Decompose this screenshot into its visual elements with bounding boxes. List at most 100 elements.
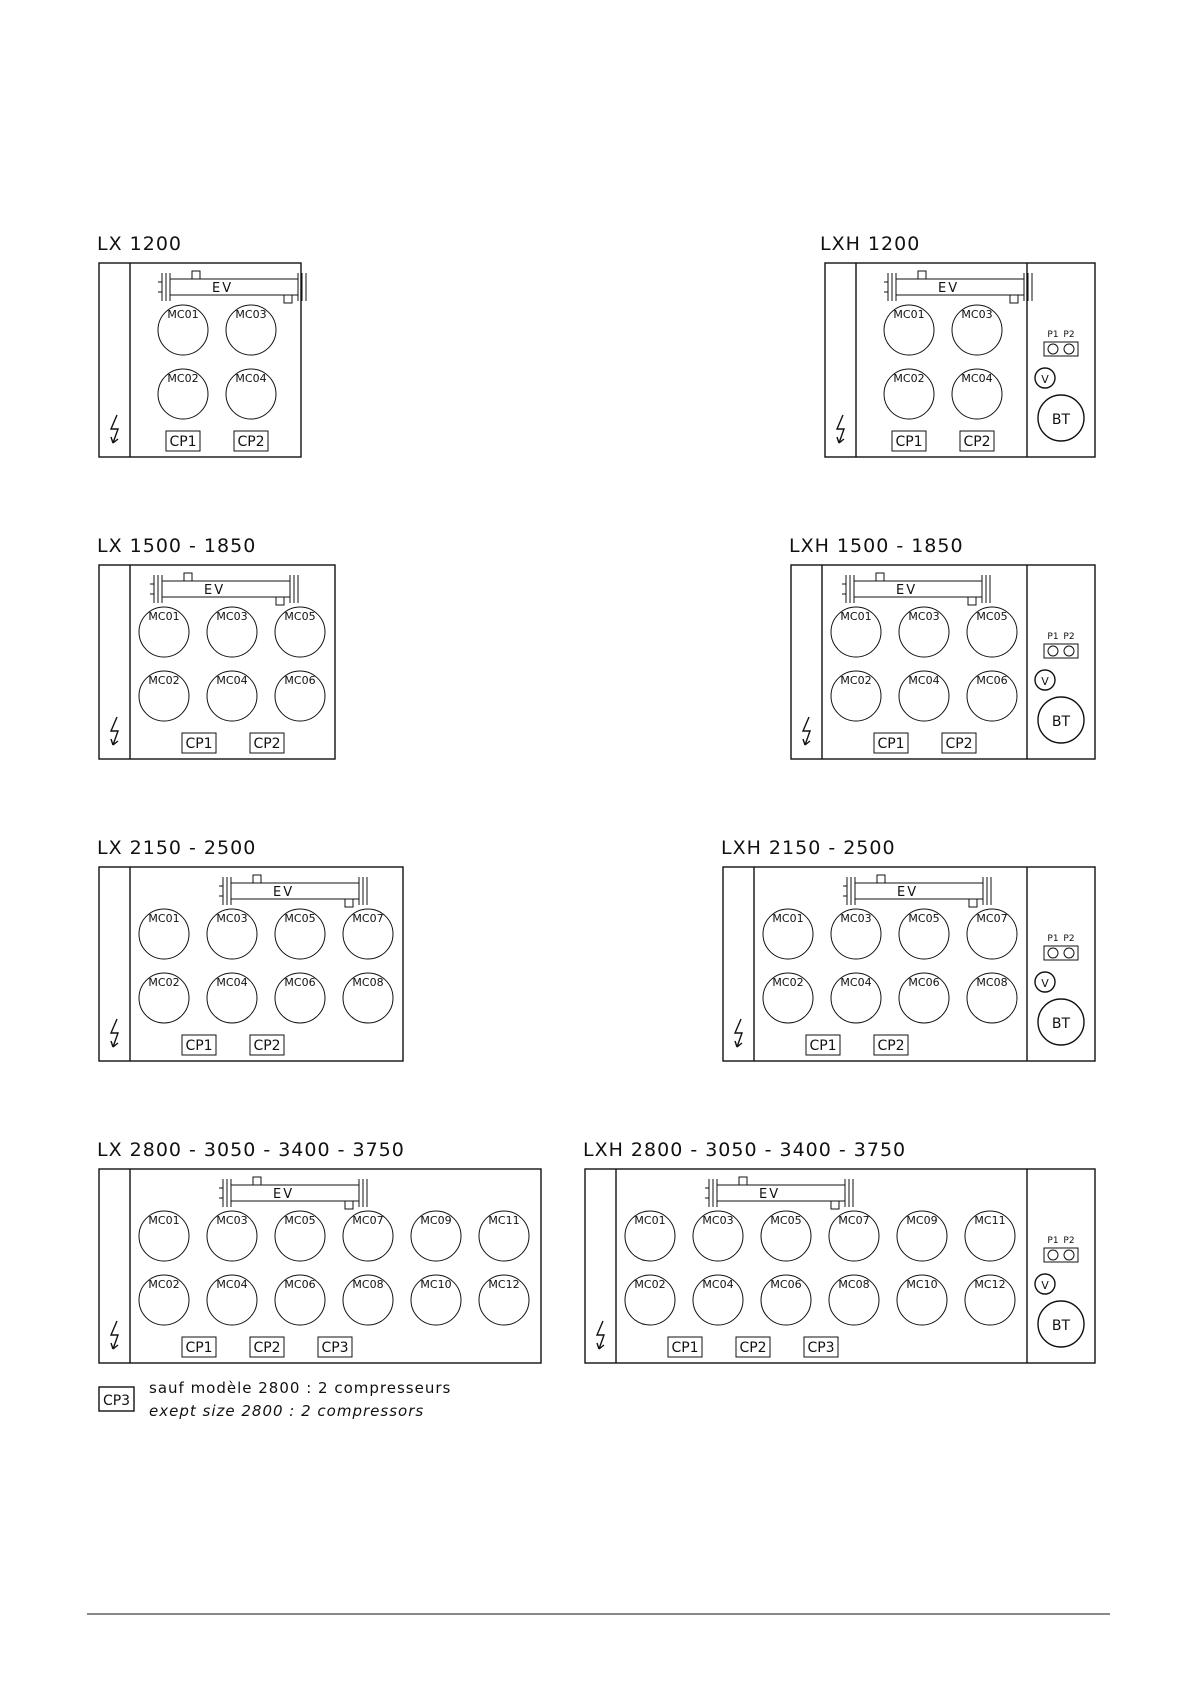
lightning-icon xyxy=(733,1018,743,1048)
buffer-tank-icon xyxy=(1037,696,1085,744)
fan-icon xyxy=(478,1210,530,1262)
valve-label: V xyxy=(1041,675,1049,688)
fan-label: MC05 xyxy=(770,1214,801,1227)
evaporator-body xyxy=(169,278,299,296)
evaporator-inlet xyxy=(252,874,262,884)
evaporator-body xyxy=(230,1184,360,1202)
fan-icon xyxy=(138,908,190,960)
evaporator-outlet xyxy=(968,898,978,908)
unit-frame xyxy=(98,262,302,458)
compressor-box xyxy=(249,1336,285,1358)
fan-label: MC02 xyxy=(893,372,924,385)
fan-label: MC09 xyxy=(906,1214,937,1227)
compressor-label: CP2 xyxy=(877,1038,904,1054)
compressor-box xyxy=(181,732,217,754)
fan-icon xyxy=(274,908,326,960)
compressor-box xyxy=(249,1034,285,1056)
evaporator-inlet xyxy=(183,572,193,582)
fan-icon xyxy=(964,1210,1016,1262)
pump-label: P2 xyxy=(1063,632,1074,642)
lightning-icon xyxy=(109,1320,119,1350)
diagram-title: LXH 2150 - 2500 xyxy=(721,837,896,859)
fan-label: MC01 xyxy=(634,1214,665,1227)
fan-label: MC02 xyxy=(148,976,179,989)
diagram-title: LXH 2800 - 3050 - 3400 - 3750 xyxy=(583,1139,906,1161)
compressor-label: CP2 xyxy=(963,434,990,450)
fan-label: MC10 xyxy=(420,1278,451,1291)
compressor-box xyxy=(667,1336,703,1358)
buffer-tank-label: BT xyxy=(1052,714,1071,730)
fan-label: MC09 xyxy=(420,1214,451,1227)
fan-icon xyxy=(274,606,326,658)
buffer-tank-label: BT xyxy=(1052,412,1071,428)
compressor-box xyxy=(873,1034,909,1056)
evaporator-label: EV xyxy=(896,583,917,598)
evaporator-inlet xyxy=(876,874,886,884)
fan-label: MC06 xyxy=(284,674,315,687)
unit-frame xyxy=(824,262,1096,458)
evaporator-body xyxy=(230,882,360,900)
fan-label: MC12 xyxy=(974,1278,1005,1291)
compressor-box xyxy=(803,1336,839,1358)
unit-frame xyxy=(98,1168,542,1364)
compressor-label: CP1 xyxy=(895,434,922,450)
fan-label: MC12 xyxy=(488,1278,519,1291)
fan-icon xyxy=(966,972,1018,1024)
fan-icon xyxy=(274,670,326,722)
fan-icon xyxy=(898,972,950,1024)
pump-icon xyxy=(1047,645,1059,657)
fan-label: MC03 xyxy=(908,610,939,623)
pump-icon xyxy=(1063,1249,1075,1261)
fan-label: MC04 xyxy=(702,1278,733,1291)
pump-icon xyxy=(1063,947,1075,959)
compressor-label: CP3 xyxy=(321,1340,348,1356)
note-line-fr: sauf modèle 2800 : 2 compresseurs xyxy=(149,1379,451,1397)
pump-icon xyxy=(1047,1249,1059,1261)
fan-icon xyxy=(760,1274,812,1326)
buffer-tank-label: BT xyxy=(1052,1318,1071,1334)
fan-label: MC05 xyxy=(976,610,1007,623)
evaporator-outlet xyxy=(275,596,285,606)
fan-label: MC01 xyxy=(893,308,924,321)
compressor-label: CP2 xyxy=(253,1340,280,1356)
fan-label: MC06 xyxy=(770,1278,801,1291)
unit-diagram: LX 2800 - 3050 - 3400 - 3750MC01MC02MC03… xyxy=(97,1139,542,1364)
diagram-title: LX 1500 - 1850 xyxy=(97,535,256,557)
fan-label: MC11 xyxy=(974,1214,1005,1227)
lightning-icon xyxy=(835,414,845,444)
fan-label: MC07 xyxy=(976,912,1007,925)
fan-icon xyxy=(830,606,882,658)
evaporator-outlet xyxy=(1009,294,1019,304)
fan-label: MC04 xyxy=(216,1278,247,1291)
compressor-box xyxy=(873,732,909,754)
lightning-icon xyxy=(595,1320,605,1350)
fan-icon xyxy=(206,908,258,960)
fan-label: MC06 xyxy=(976,674,1007,687)
evaporator-body xyxy=(853,580,983,598)
evaporator-label: EV xyxy=(273,885,294,900)
fan-icon xyxy=(898,908,950,960)
cp3-badge-box xyxy=(98,1386,135,1412)
pump-label: P1 xyxy=(1047,934,1058,944)
fan-icon xyxy=(951,368,1003,420)
fan-icon xyxy=(410,1274,462,1326)
pump-label: P2 xyxy=(1063,934,1074,944)
pump-box xyxy=(1043,1247,1079,1263)
fan-label: MC07 xyxy=(352,1214,383,1227)
fan-icon xyxy=(896,1210,948,1262)
fan-icon xyxy=(692,1274,744,1326)
valve-label: V xyxy=(1041,373,1049,386)
compressor-label: CP2 xyxy=(945,736,972,752)
fan-label: MC04 xyxy=(216,976,247,989)
evaporator-inlet xyxy=(917,270,927,280)
pump-label: P1 xyxy=(1047,1236,1058,1246)
fan-label: MC05 xyxy=(284,912,315,925)
compressor-box xyxy=(181,1336,217,1358)
evaporator-inlet xyxy=(875,572,885,582)
fan-icon xyxy=(478,1274,530,1326)
lightning-icon xyxy=(109,1018,119,1048)
buffer-tank-icon xyxy=(1037,1300,1085,1348)
fan-icon xyxy=(830,670,882,722)
fan-label: MC07 xyxy=(838,1214,869,1227)
